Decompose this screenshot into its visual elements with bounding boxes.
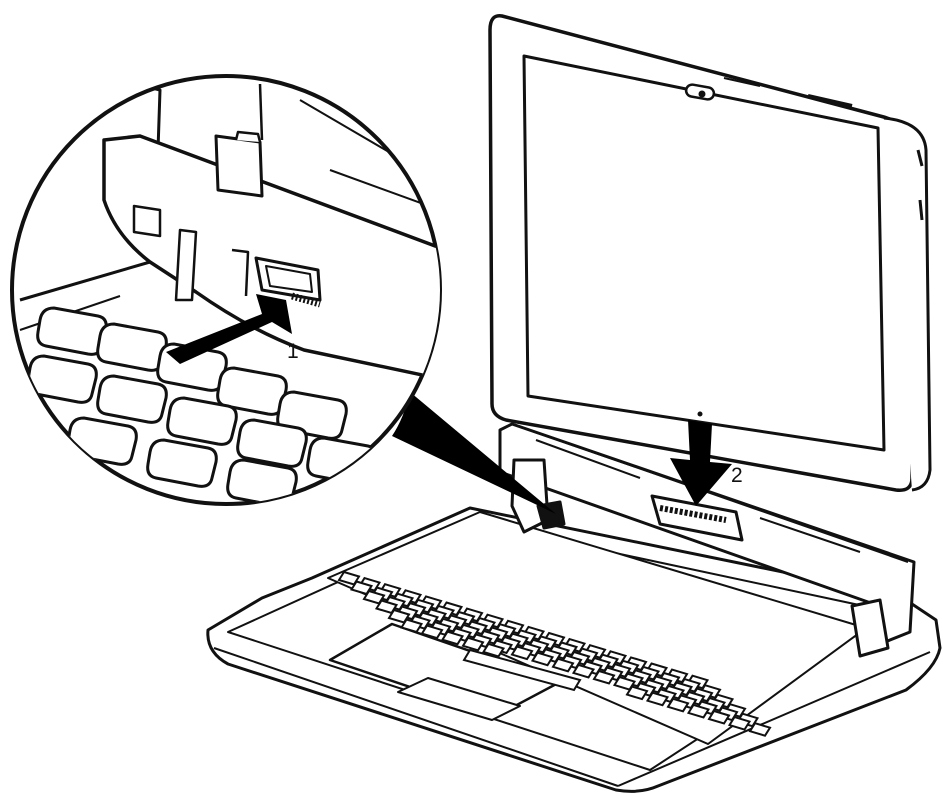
keyboard-key	[625, 685, 649, 701]
magnified-key	[166, 396, 238, 446]
keyboard-key	[530, 651, 555, 667]
keyboard-key	[686, 703, 711, 719]
arrow-step-1	[166, 294, 292, 364]
keyboard-keys	[337, 570, 772, 737]
step-1-label: 1	[287, 340, 299, 363]
keyboard-key	[707, 709, 731, 725]
magnified-key	[236, 418, 308, 468]
magnified-key	[66, 416, 138, 466]
keyboard-key	[420, 624, 444, 640]
keyboard-key	[727, 715, 752, 731]
keyboard-key	[571, 663, 596, 679]
spacebar-key	[462, 648, 582, 692]
magnified-key	[36, 306, 108, 356]
tablet	[488, 14, 932, 492]
keyboard-key	[461, 636, 485, 652]
keyboard-key	[645, 691, 670, 707]
keyboard-key	[481, 642, 506, 658]
detail-magnifier	[10, 74, 442, 506]
magnified-key	[96, 322, 168, 372]
magnified-key	[226, 458, 298, 504]
magnified-key	[146, 438, 218, 488]
keyboard-key	[592, 669, 616, 685]
keyboard-key	[748, 722, 772, 737]
keyboard-key	[399, 618, 424, 634]
keyboard-key	[551, 657, 575, 673]
keyboard-key	[440, 630, 465, 646]
keyboard-key	[510, 645, 534, 661]
callout-cone	[392, 392, 556, 514]
step-2-label: 2	[731, 464, 743, 487]
magnified-key	[96, 374, 168, 424]
keyboard-key	[666, 697, 690, 713]
arrow-step-2	[670, 420, 732, 506]
magnified-key	[306, 436, 378, 486]
